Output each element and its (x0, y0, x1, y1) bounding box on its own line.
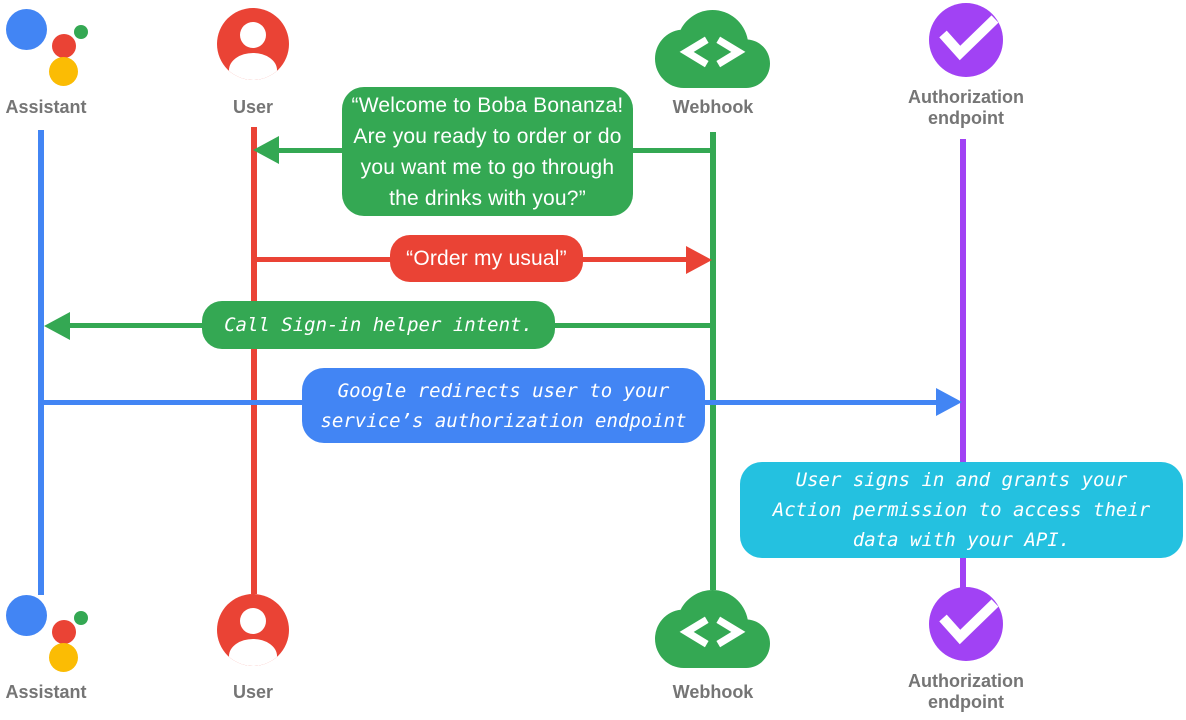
lifeline-user (251, 127, 257, 594)
actor-label-webhook-bottom: Webhook (672, 682, 754, 702)
assistant-logo-blue-dot (6, 9, 47, 50)
webhook-cloud-icon (655, 10, 770, 88)
google-assistant-icon (2, 592, 94, 678)
google-assistant-icon (2, 6, 94, 92)
user-icon-head (240, 608, 266, 634)
webhook-cloud-icon (655, 590, 770, 668)
message-line: “Order my usual” (406, 247, 567, 270)
message-welcome-bubble: “Welcome to Boba Bonanza! Are you ready … (342, 87, 633, 216)
user-icon-body (229, 639, 277, 666)
assistant-logo-yellow-dot (49, 57, 78, 86)
actor-label-authorization-top: Authorization endpoint (908, 87, 1024, 128)
message-order-bubble: “Order my usual” (390, 235, 583, 282)
authorization-check-icon (929, 587, 1003, 661)
arrowhead-redirect-right (936, 388, 962, 416)
user-account-icon (217, 594, 289, 666)
message-line: Action permission to access their (772, 499, 1151, 521)
message-line: you want me to go through (360, 155, 615, 179)
user-icon-head (240, 22, 266, 48)
user-account-icon (217, 8, 289, 80)
actor-label-authorization-bottom: Authorization endpoint (908, 671, 1024, 712)
assistant-logo-yellow-dot (49, 643, 78, 672)
message-line: User signs in and grants your (795, 469, 1128, 491)
lifeline-webhook (710, 132, 716, 590)
message-line: Google redirects user to your (337, 379, 670, 402)
user-icon-body (229, 53, 277, 80)
lifeline-assistant (38, 130, 44, 595)
message-redirect-bubble: Google redirects user to your service’s … (302, 368, 705, 443)
message-line: the drinks with you?” (389, 186, 586, 210)
actor-label-webhook-top: Webhook (672, 97, 754, 117)
message-line: data with your API. (852, 529, 1071, 551)
arrowhead-welcome-left (253, 136, 279, 164)
message-line: “Welcome to Boba Bonanza! (351, 93, 624, 117)
arrowhead-signin-left (44, 312, 70, 340)
assistant-logo-green-dot (74, 25, 88, 39)
assistant-logo-green-dot (74, 611, 88, 625)
actor-label-user-top: User (232, 97, 274, 117)
assistant-logo-blue-dot (6, 595, 47, 636)
message-line: Call Sign-in helper intent. (224, 314, 533, 336)
message-line: service’s authorization endpoint (320, 409, 687, 432)
actor-label-assistant-bottom: Assistant (5, 682, 87, 702)
arrowhead-order-right (686, 246, 712, 274)
note-grant-bubble: User signs in and grants your Action per… (740, 462, 1183, 558)
lifeline-authorization-endpoint (960, 139, 966, 588)
actor-label-user-bottom: User (232, 682, 274, 702)
assistant-logo-red-dot (52, 620, 76, 644)
message-line: Are you ready to order or do (353, 124, 622, 148)
message-signin-bubble: Call Sign-in helper intent. (202, 301, 555, 349)
actor-label-assistant-top: Assistant (5, 97, 87, 117)
authorization-check-icon (929, 3, 1003, 77)
assistant-logo-red-dot (52, 34, 76, 58)
